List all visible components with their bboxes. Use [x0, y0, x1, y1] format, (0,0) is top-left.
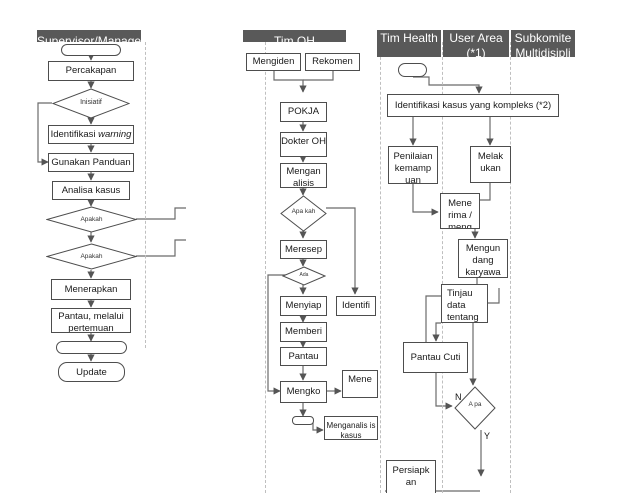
decision-inisiatif-shape	[52, 88, 130, 119]
header-subkomite: Subkomite Multidisipli	[511, 30, 575, 57]
decision-inisiatif-label: Inisiatif	[80, 99, 102, 106]
step-rekomen: Rekomen	[305, 53, 360, 71]
step-pantau-pertemuan: Pantau, melalui pertemuan berkala	[51, 308, 131, 333]
step-analisa-kasus: Analisa kasus	[52, 181, 130, 200]
header-tim-oh: Tim OH	[243, 30, 346, 42]
step-update: Update	[58, 362, 125, 382]
step-menganalisis-kasus: Menganalis is kasus	[324, 416, 378, 440]
lane-divider	[145, 42, 146, 348]
step-identifikasi-warning: Identifikasi warning	[48, 125, 134, 144]
header-tim-health: Tim Health	[377, 30, 441, 57]
start-terminator	[61, 44, 121, 56]
decision-yes-label: Y	[484, 431, 491, 441]
step-pantau-cuti: Pantau Cuti	[403, 342, 468, 373]
step-menerapkan: Menerapkan	[51, 279, 131, 300]
decision-apakah-2-label: Apakah	[80, 253, 103, 260]
step-mengiden: Mengiden	[246, 53, 301, 71]
lane-divider	[442, 42, 443, 493]
step-menganalisis: Mengan alisis	[280, 163, 327, 188]
lane-divider	[510, 42, 511, 493]
step-dokter-oh: Dokter OH	[280, 132, 327, 157]
step-pantau: Pantau	[280, 347, 327, 366]
step-mengundang-karyawan: Mengun dang karyawa	[458, 239, 508, 278]
decision-ada-shape	[282, 266, 326, 286]
step-melakukan: Melak ukan	[470, 146, 511, 183]
decision-apakah-2-shape	[46, 243, 137, 270]
oh-end-terminator	[292, 416, 314, 425]
step-memberi: Memberi	[280, 322, 327, 342]
step-mengko: Mengko	[280, 381, 327, 403]
step-gunakan-panduan: Gunakan Panduan	[48, 153, 134, 172]
decision-apakah-shape	[280, 195, 327, 232]
step-mene: Mene	[342, 370, 378, 398]
decision-ada-label: Ada	[299, 272, 309, 278]
step-percakapan: Percakapan	[48, 61, 134, 81]
step-identifikasi-kasus-kompleks: Identifikasi kasus yang kompleks (*2)	[387, 94, 559, 117]
decision-apakah-health-label: A pa	[468, 401, 482, 408]
identifikasi-text: Identifikasi	[50, 128, 99, 140]
step-meresep: Meresep	[280, 240, 327, 259]
lane-divider	[265, 42, 266, 493]
warning-text: warning	[98, 128, 132, 140]
step-pokja: POKJA	[280, 102, 327, 122]
header-supervisor: Supervisor/Manage	[37, 30, 141, 42]
health-start-terminator	[398, 63, 427, 77]
decision-apakah-1-shape	[46, 206, 137, 233]
decision-apakah-label: Apa kah	[291, 208, 316, 215]
step-penilaian-kemampuan: Penilaian kemamp uan	[388, 146, 438, 184]
step-menerima: Mene rima / meng	[440, 193, 480, 229]
header-user-area: User Area (*1)	[443, 30, 509, 57]
step-identifi: Identifi	[336, 296, 376, 316]
decision-apakah-health-shape	[454, 386, 496, 430]
decision-no-label: N	[455, 392, 462, 402]
step-menyiap: Menyiap	[280, 296, 327, 316]
step-persiapkan: Persiapk an	[386, 460, 436, 493]
end-terminator	[56, 341, 127, 354]
step-tinjau-data: Tinjau data tentang	[441, 284, 488, 323]
lane-divider	[380, 42, 381, 493]
decision-apakah-1-label: Apakah	[80, 216, 103, 223]
